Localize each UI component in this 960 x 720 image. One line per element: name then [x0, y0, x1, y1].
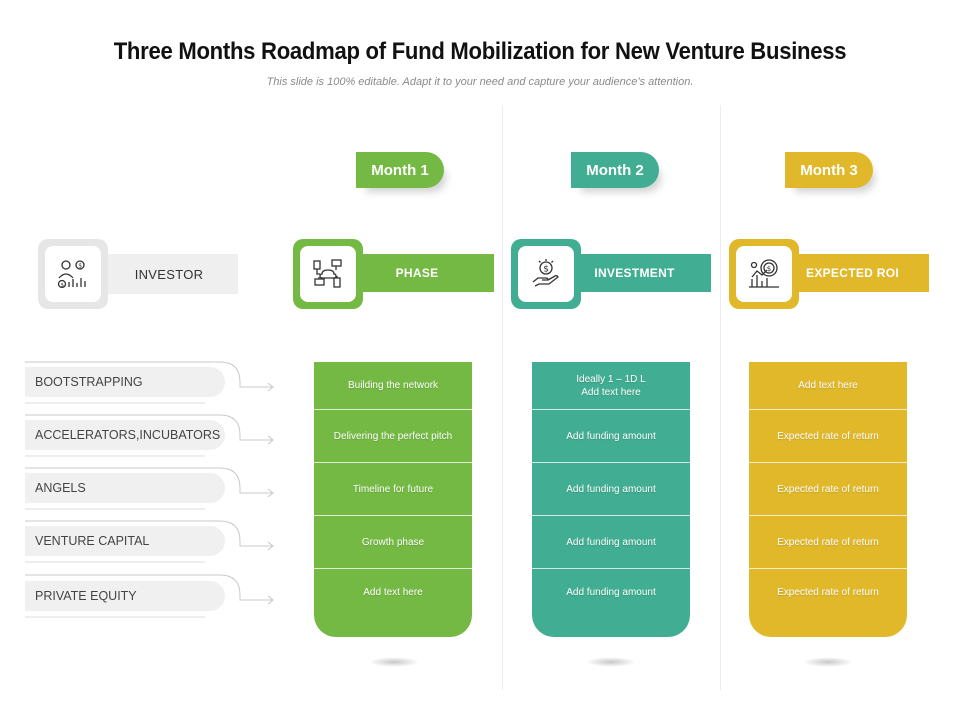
- source-bootstrapping: BOOTSTRAPPING: [25, 367, 225, 397]
- phase-cell: Growth phase: [361, 536, 425, 548]
- connector-bootstrapping: [25, 361, 274, 392]
- svg-text:$: $: [61, 282, 65, 288]
- source-private-equity: PRIVATE EQUITY: [25, 581, 225, 611]
- investment-cell: Ideally 1 – 1D L Add text here: [576, 373, 646, 398]
- source-angels: ANGELS: [25, 473, 225, 503]
- svg-text:$: $: [78, 263, 82, 270]
- roi-cell: Expected rate of return: [777, 586, 879, 598]
- column-shadow: [369, 657, 419, 667]
- column-divider: [502, 105, 503, 690]
- roi-chart-icon: $: [749, 259, 779, 288]
- column-divider: [720, 105, 721, 690]
- source-accelerators: ACCELERATORS,INCUBATORS: [25, 420, 225, 450]
- month-3-column: Add text here Expected rate of return Ex…: [749, 362, 907, 637]
- phase-icon-box: [293, 239, 363, 309]
- connector-angels: [25, 467, 274, 498]
- roi-cell: Expected rate of return: [777, 430, 879, 442]
- money-hand-icon: $: [532, 259, 559, 287]
- month-2-column: Ideally 1 – 1D L Add text here Add fundi…: [532, 362, 690, 637]
- investment-cell: Add funding amount: [566, 483, 656, 495]
- source-venture-capital: VENTURE CAPITAL: [25, 526, 225, 556]
- phase-cell: Timeline for future: [352, 483, 434, 495]
- roi-cell: Expected rate of return: [777, 536, 879, 548]
- month-1-tab: Month 1: [356, 152, 444, 188]
- connector-lines: [25, 361, 274, 618]
- month-2-tab: Month 2: [571, 152, 659, 188]
- connector-venture: [25, 520, 274, 551]
- svg-text:$: $: [543, 265, 549, 275]
- roi-cell: Expected rate of return: [777, 483, 879, 495]
- slide-subtitle: This slide is 100% editable. Adapt it to…: [266, 76, 694, 88]
- roi-cell: Add text here: [798, 380, 858, 391]
- investment-header: INVESTMENT: [558, 254, 711, 292]
- phase-cell: Add text here: [363, 586, 423, 598]
- svg-text:$: $: [767, 265, 771, 273]
- investor-label: INVESTOR: [100, 254, 238, 294]
- column-shadow: [803, 657, 853, 667]
- connector-private: [25, 574, 274, 605]
- investor-icon: $ $: [57, 260, 86, 288]
- phase-header: PHASE: [340, 254, 494, 292]
- investment-cell: Add funding amount: [566, 536, 656, 548]
- phase-cell: Building the network: [347, 380, 439, 391]
- investment-cell: Add funding amount: [566, 586, 656, 598]
- connector-accelerators: [25, 414, 274, 445]
- roi-icon-box: $: [729, 239, 799, 309]
- phase-cell: Delivering the perfect pitch: [333, 430, 453, 442]
- slide-title: Three Months Roadmap of Fund Mobilizatio…: [113, 38, 847, 65]
- month-1-column: Building the network Delivering the perf…: [314, 362, 472, 637]
- investment-icon-box: $: [511, 239, 581, 309]
- investor-icon-box: $ $: [38, 239, 108, 309]
- column-shadow: [586, 657, 636, 667]
- network-icon: [313, 259, 342, 288]
- investment-cell: Add funding amount: [566, 430, 656, 442]
- expected-roi-header: EXPECTED ROI: [776, 254, 929, 292]
- month-3-tab: Month 3: [785, 152, 873, 188]
